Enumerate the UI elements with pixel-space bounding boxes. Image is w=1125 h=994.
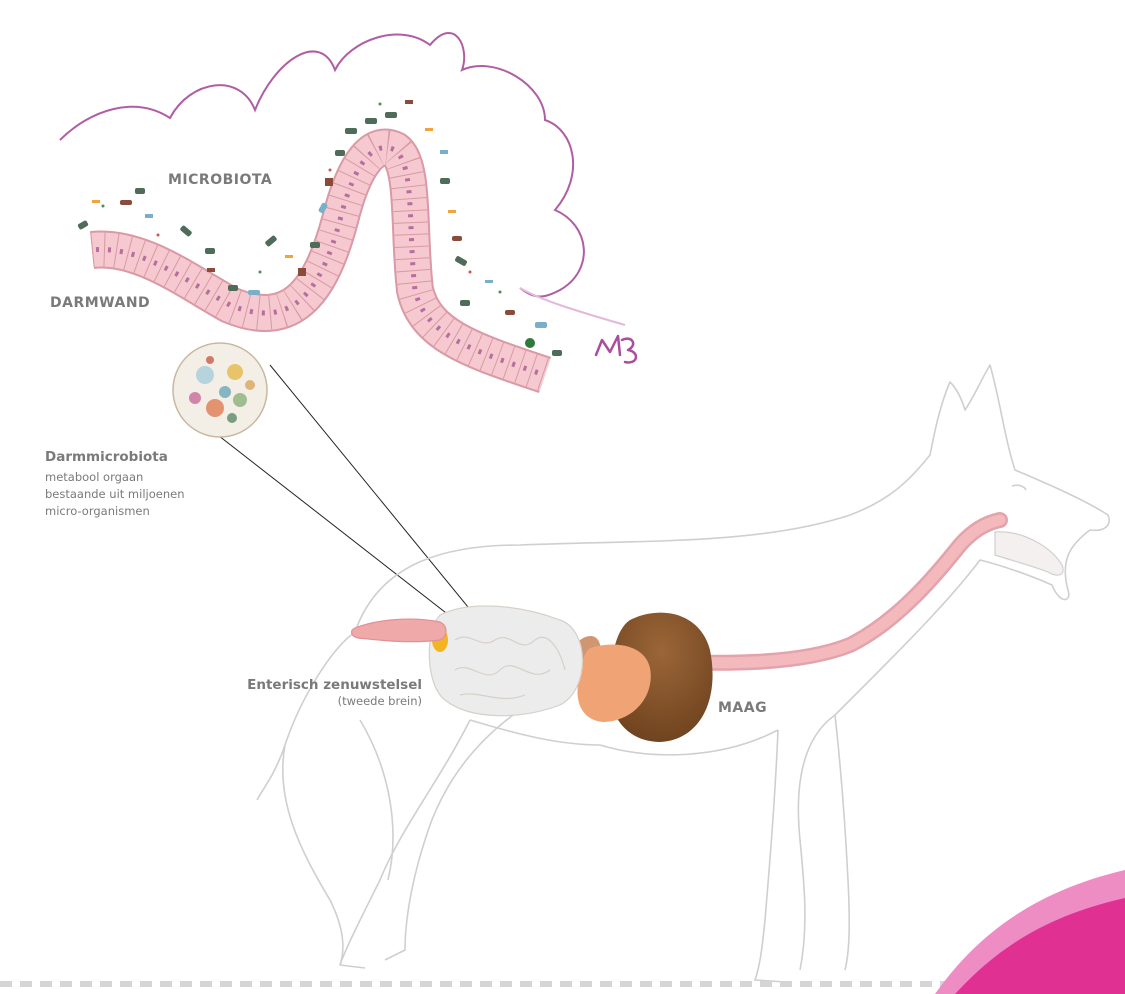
intestinal-wall-label: DARMWAND [50, 295, 150, 311]
enteric-nervous-system-callout: Enterisch zenuwstelsel (tweede brein) [200, 677, 422, 708]
microbiota-magnifier [173, 343, 267, 437]
gut-microbiota-description: metabool orgaan bestaande uit miljoenen … [45, 469, 185, 520]
microbiota-label: MICROBIOTA [168, 172, 272, 188]
gut-microbiota-callout: Darmmicrobiota metabool orgaan bestaande… [45, 449, 185, 520]
lumen-cloud-fade [520, 288, 625, 325]
stomach-label: MAAG [718, 700, 767, 716]
mouth [995, 532, 1063, 575]
intestinal-cells [92, 148, 545, 375]
signature-mark [596, 336, 636, 362]
intestines [429, 606, 582, 716]
gut-microbiota-title: Darmmicrobiota [45, 449, 185, 465]
enteric-nervous-system-subtitle: (tweede brein) [200, 694, 422, 708]
enteric-nervous-system-title: Enterisch zenuwstelsel [200, 677, 422, 693]
colon [352, 619, 446, 642]
